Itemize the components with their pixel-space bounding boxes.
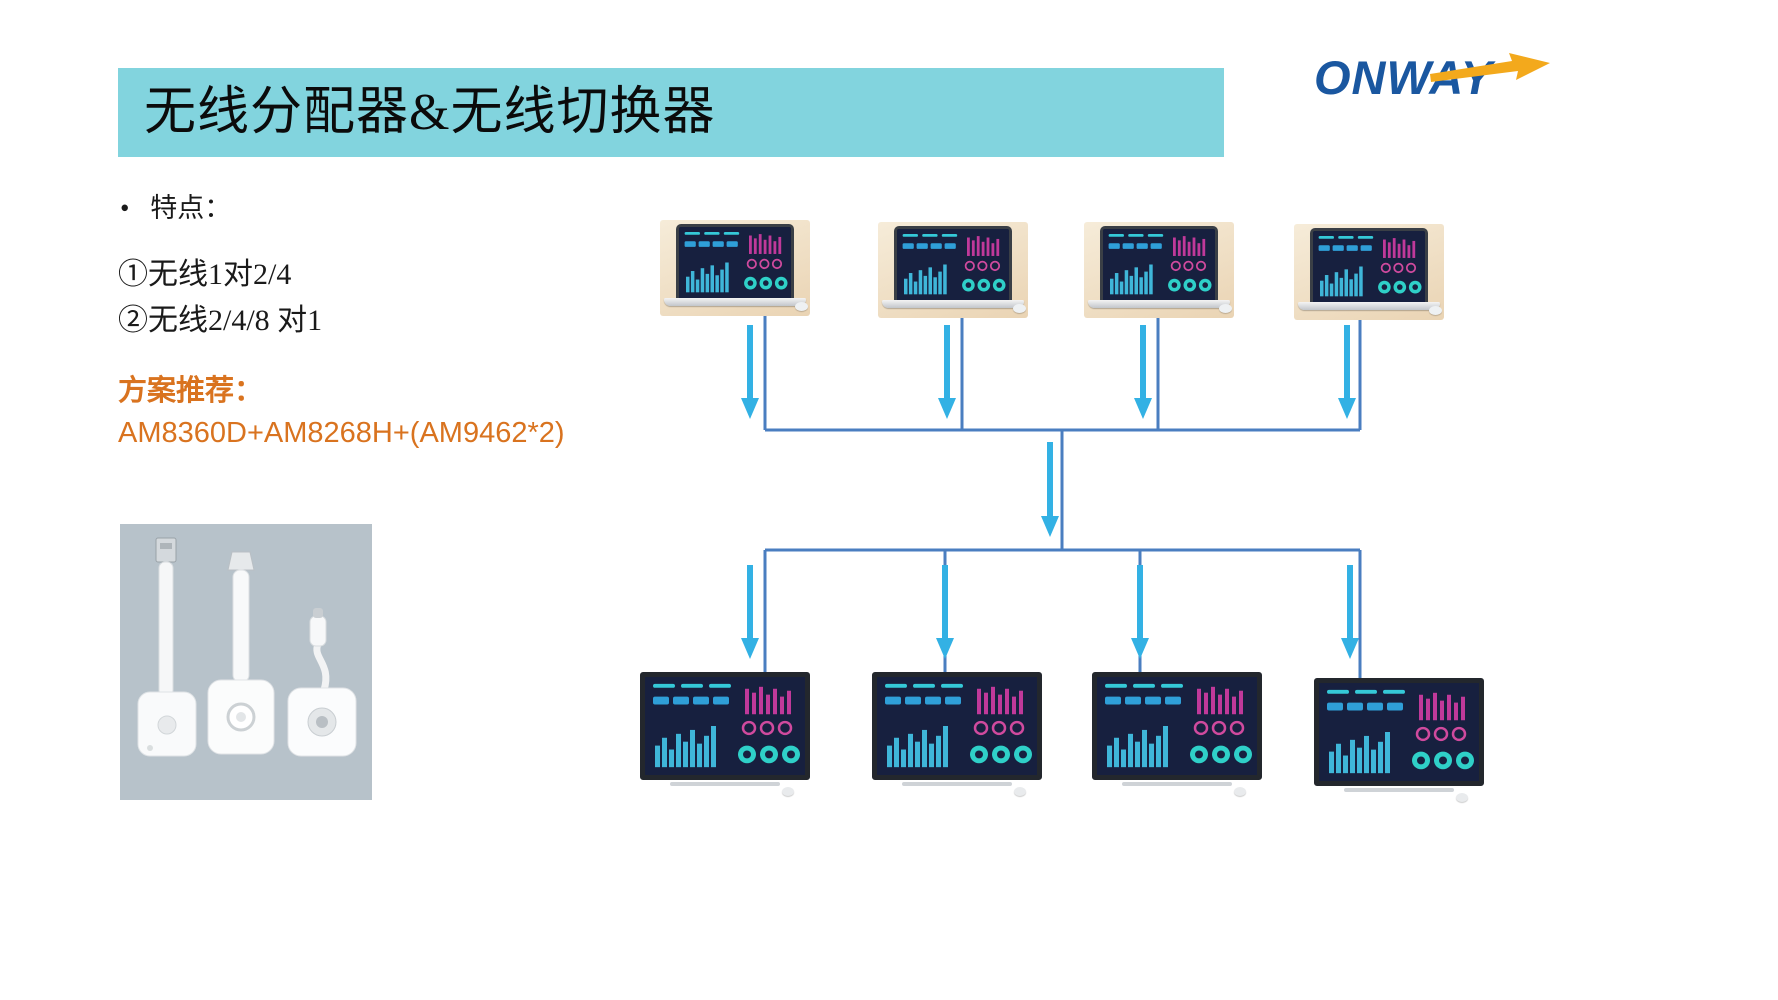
onway-logo: ONWAY bbox=[1312, 48, 1552, 110]
display-screen bbox=[1092, 672, 1262, 780]
logo-text: ONWAY bbox=[1314, 51, 1496, 104]
display-stand bbox=[670, 782, 780, 786]
recommendation-block: 方案推荐： AM8360D+AM8268H+(AM9462*2) bbox=[118, 370, 565, 454]
display-monitor-2 bbox=[872, 672, 1042, 796]
display-screen bbox=[1314, 678, 1484, 786]
display-stand bbox=[1344, 788, 1454, 792]
topology-connectors bbox=[741, 315, 1362, 680]
page-title: 无线分配器&无线切换器 bbox=[144, 84, 716, 141]
display-monitor-1 bbox=[640, 672, 810, 796]
mouse-icon bbox=[1013, 304, 1026, 313]
features-heading: • 特点： bbox=[120, 186, 231, 225]
laptop-source-2 bbox=[878, 222, 1028, 318]
display-stand bbox=[1122, 782, 1232, 786]
display-screen bbox=[872, 672, 1042, 780]
product-photo bbox=[120, 524, 372, 800]
laptop-photo bbox=[1084, 222, 1234, 318]
laptop-screen bbox=[676, 224, 794, 298]
mouse-icon bbox=[1219, 304, 1232, 313]
feature-item-2: ②无线2/4/8 对1 bbox=[118, 304, 323, 337]
laptop-base bbox=[664, 298, 806, 306]
display-stand bbox=[902, 782, 1012, 786]
title-banner: 无线分配器&无线切换器 bbox=[118, 68, 1224, 157]
remote-icon bbox=[782, 787, 794, 796]
remote-icon bbox=[1456, 793, 1468, 802]
flow-arrow-shafts bbox=[747, 325, 1353, 638]
mouse-icon bbox=[1429, 306, 1442, 315]
laptop-base bbox=[882, 300, 1024, 308]
laptop-photo bbox=[878, 222, 1028, 318]
laptop-screen bbox=[894, 226, 1012, 300]
remote-icon bbox=[1234, 787, 1246, 796]
usb-transmitter-dongle-icon bbox=[137, 537, 197, 757]
laptop-photo bbox=[660, 220, 810, 316]
logo-arrow-icon bbox=[1430, 53, 1550, 82]
laptop-source-4 bbox=[1294, 224, 1444, 320]
bullet-icon: • bbox=[120, 193, 130, 223]
laptop-photo bbox=[1294, 224, 1444, 320]
laptop-base bbox=[1088, 300, 1230, 308]
mouse-icon bbox=[795, 302, 808, 311]
laptop-source-1 bbox=[660, 220, 810, 316]
display-monitor-4 bbox=[1314, 678, 1484, 802]
remote-icon bbox=[1014, 787, 1026, 796]
recommendation-models: AM8360D+AM8268H+(AM9462*2) bbox=[118, 417, 565, 449]
laptop-source-3 bbox=[1084, 222, 1234, 318]
display-monitor-3 bbox=[1092, 672, 1262, 796]
recommendation-label: 方案推荐： bbox=[118, 375, 264, 407]
features-label: 特点： bbox=[150, 193, 232, 223]
display-screen bbox=[640, 672, 810, 780]
usb-c-receiver-puck-icon bbox=[287, 608, 357, 757]
laptop-screen bbox=[1310, 228, 1428, 302]
hdmi-transmitter-dongle-icon bbox=[207, 551, 275, 755]
laptop-screen bbox=[1100, 226, 1218, 300]
feature-item-1: ①无线1对2/4 bbox=[118, 258, 292, 291]
connector-lines bbox=[763, 315, 1362, 680]
laptop-base bbox=[1298, 302, 1440, 310]
flow-arrow-heads bbox=[741, 398, 1359, 659]
feature-list: ①无线1对2/4 ②无线2/4/8 对1 bbox=[118, 252, 322, 344]
